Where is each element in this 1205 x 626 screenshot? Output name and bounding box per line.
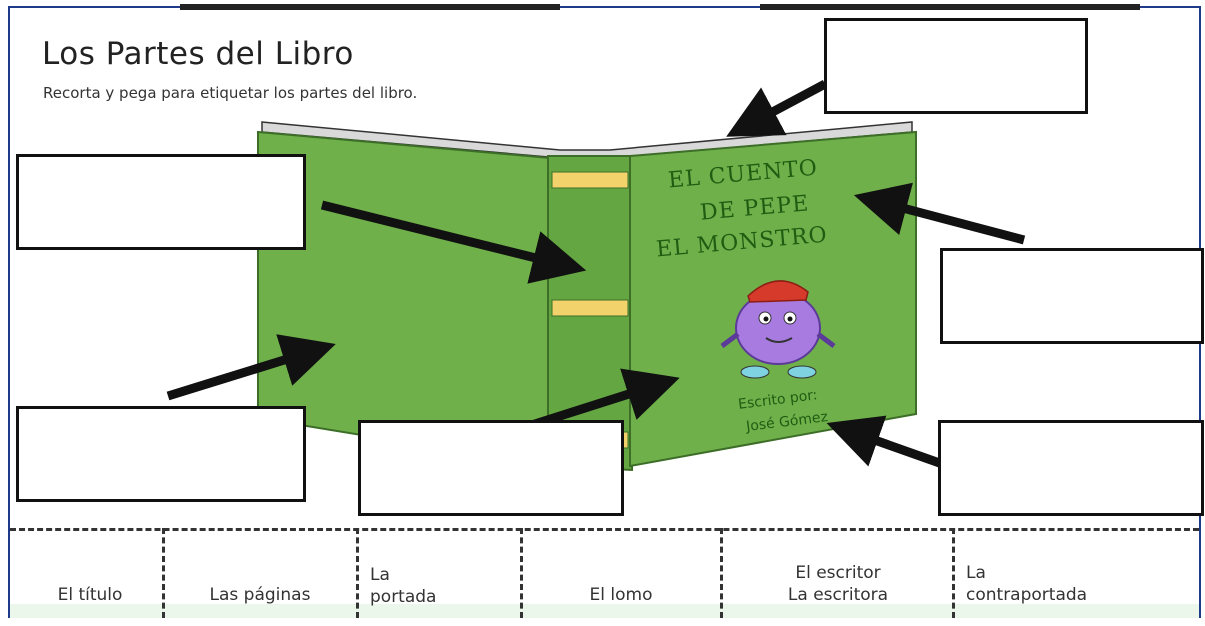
cut-strip-top-border (10, 528, 1199, 618)
cut-label-line1: El título (57, 585, 123, 605)
cut-separator (720, 528, 723, 618)
cut-separator (952, 528, 955, 618)
spine-band-middle (551, 299, 629, 317)
cut-label-line1: La (370, 565, 390, 585)
cut-label-titulo[interactable]: El título (20, 584, 160, 606)
top-rule-left (180, 4, 560, 10)
label-box-left-upper[interactable] (16, 154, 306, 250)
spine-band-top (551, 171, 629, 189)
cut-label-portada[interactable]: La portada (370, 564, 510, 608)
cut-label-lomo[interactable]: El lomo (524, 584, 718, 606)
cut-label-line2: La escritora (787, 585, 889, 605)
arrow-spine (320, 200, 587, 284)
cut-label-paginas[interactable]: Las páginas (166, 584, 354, 606)
worksheet-instructions: Recorta y pega para etiquetar los partes… (43, 84, 418, 102)
arrow-author (826, 415, 950, 471)
cut-separator (356, 528, 359, 618)
cut-label-line1: El escritor (795, 563, 881, 583)
label-box-left-lower[interactable] (16, 406, 306, 502)
worksheet-title: Los Partes del Libro (42, 36, 354, 72)
cut-out-strip: El título Las páginas La portada El lomo… (10, 528, 1199, 618)
cut-label-line2: contraportada (966, 585, 1088, 605)
cut-label-line2: portada (370, 587, 437, 607)
cut-label-escritor[interactable]: El escritor La escritora (726, 562, 950, 606)
arrow-title (853, 182, 1026, 245)
pointer-arrows (166, 80, 1026, 471)
label-box-top-right[interactable] (824, 18, 1088, 114)
label-box-bottom-center[interactable] (358, 420, 624, 516)
bottom-strip (10, 604, 1199, 618)
label-box-right-middle[interactable] (940, 248, 1204, 344)
top-rule-right (760, 4, 1140, 10)
arrow-pages (726, 80, 828, 137)
label-box-bottom-right[interactable] (938, 420, 1204, 516)
cut-label-line1: El lomo (589, 585, 653, 605)
arrow-back-cover (166, 334, 336, 401)
monster-illustration (720, 280, 836, 379)
cut-label-line1: Las páginas (209, 585, 311, 605)
cut-label-contraportada[interactable]: La contraportada (966, 562, 1194, 606)
cut-label-line1: La (966, 563, 986, 583)
cut-separator (520, 528, 523, 618)
cut-separator (162, 528, 165, 618)
